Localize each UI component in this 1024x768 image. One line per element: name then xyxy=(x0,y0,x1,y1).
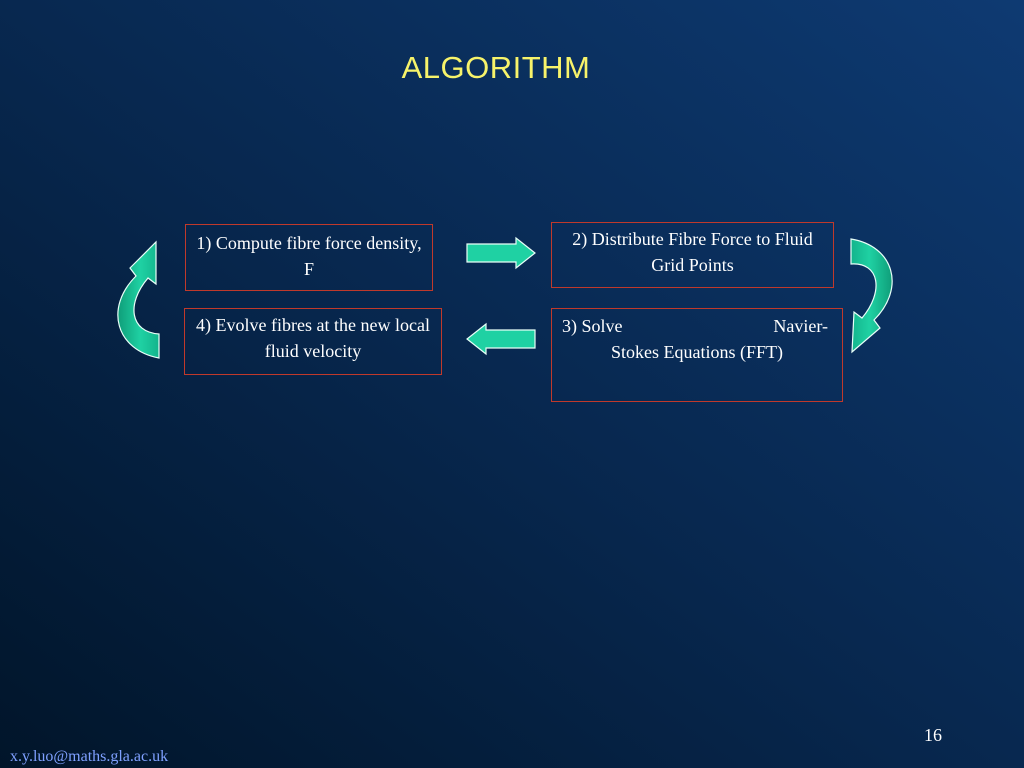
step-1-box: 1) Compute fibre force density, F xyxy=(185,224,433,291)
step-3-box: 3) Solve Navier- Stokes Equations (FFT) xyxy=(551,308,843,402)
author-email[interactable]: x.y.luo@maths.gla.ac.uk xyxy=(10,748,169,765)
step-1-text: 1) Compute fibre force density, F xyxy=(196,233,422,279)
curved-up-arrow-icon xyxy=(117,240,160,359)
slide-title: ALGORITHM xyxy=(401,50,591,85)
curved-down-arrow-icon xyxy=(850,238,893,354)
step-4-text: 4) Evolve fibres at the new local fluid … xyxy=(196,315,430,361)
left-arrow-icon xyxy=(466,322,536,356)
step-3-text-line2: Stokes Equations (FFT) xyxy=(610,342,783,362)
step-2-text: 2) Distribute Fibre Force to Fluid Grid … xyxy=(572,229,813,275)
step-4-box: 4) Evolve fibres at the new local fluid … xyxy=(184,308,442,375)
step-3-text-right: Navier- xyxy=(773,316,828,336)
step-3-text-left: 3) Solve xyxy=(562,316,623,336)
page-number: 16 xyxy=(924,725,942,745)
step-2-box: 2) Distribute Fibre Force to Fluid Grid … xyxy=(551,222,834,288)
step-3-first-line: 3) Solve Navier- xyxy=(560,313,834,339)
right-arrow-icon xyxy=(466,236,536,270)
